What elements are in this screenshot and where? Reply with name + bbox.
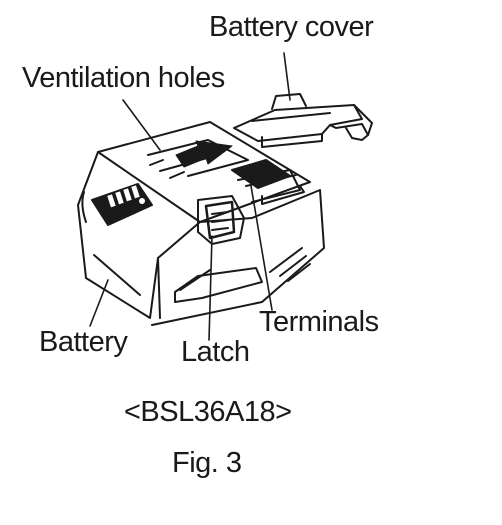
battery-cover-label: Battery cover <box>209 11 374 43</box>
battery-cover-drawing <box>233 93 373 148</box>
model-number: <BSL36A18> <box>124 396 292 428</box>
terminals-label: Terminals <box>259 306 379 338</box>
leader-ventilation-holes <box>122 99 161 151</box>
battery-body-drawing <box>77 121 325 326</box>
leader-battery <box>89 279 109 327</box>
fuel-gauge-panel <box>91 183 153 226</box>
leader-latch <box>208 235 213 341</box>
slide-direction-arrow <box>175 140 233 168</box>
leader-battery-cover <box>283 52 291 101</box>
leader-terminals <box>247 167 273 311</box>
latch-label: Latch <box>181 336 250 368</box>
leader-lines <box>89 52 291 341</box>
battery-label: Battery <box>39 326 128 358</box>
ventilation-holes-label: Ventilation holes <box>22 62 225 94</box>
figure-caption: Fig. 3 <box>172 447 242 479</box>
